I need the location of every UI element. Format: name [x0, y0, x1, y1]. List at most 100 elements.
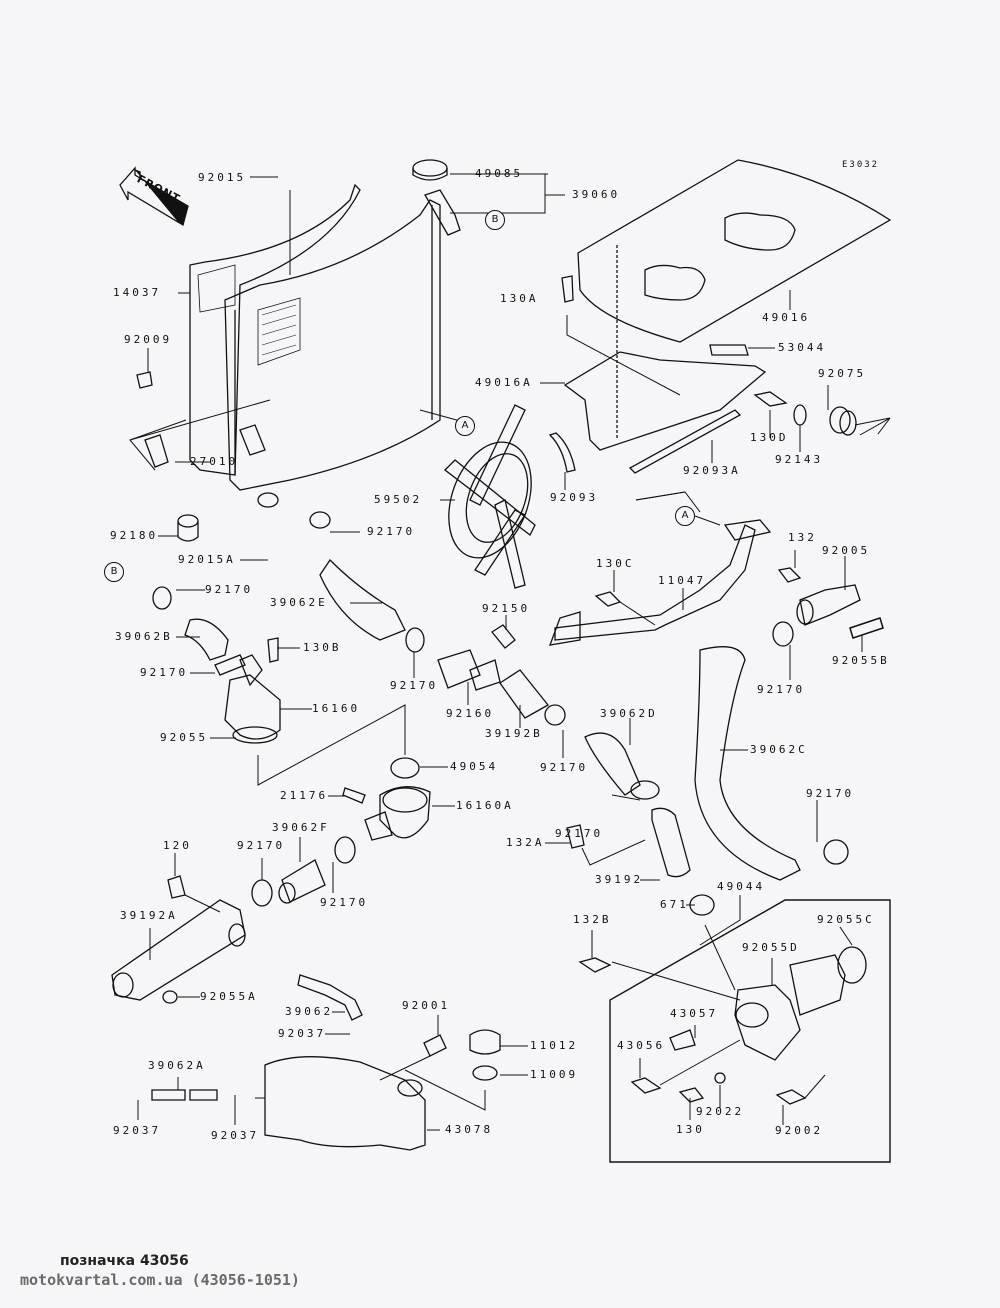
- part-label[interactable]: 132A: [506, 836, 545, 849]
- part-label[interactable]: 92170: [555, 827, 604, 840]
- radiator-shroud: [189, 183, 361, 476]
- part-label[interactable]: 92015: [198, 171, 247, 184]
- part-label[interactable]: 39062D: [600, 707, 658, 720]
- part-label[interactable]: 92055B: [832, 654, 890, 667]
- part-label[interactable]: 92170: [540, 761, 589, 774]
- ref-marker-a-left: A: [455, 416, 475, 436]
- part-label[interactable]: 49044: [717, 880, 766, 893]
- part-label[interactable]: 39062C: [750, 743, 808, 756]
- part-label[interactable]: 49054: [450, 760, 499, 773]
- part-label[interactable]: 92009: [124, 333, 173, 346]
- part-label[interactable]: 43057: [670, 1007, 719, 1020]
- part-label[interactable]: 27010: [190, 455, 239, 468]
- part-label[interactable]: 130: [676, 1123, 705, 1136]
- part-label[interactable]: 39062A: [148, 1059, 206, 1072]
- hose-39062B: [184, 618, 229, 661]
- part-label[interactable]: 130A: [500, 292, 539, 305]
- hose-39062E: [319, 558, 406, 641]
- part-label[interactable]: 92093A: [683, 464, 741, 477]
- part-label[interactable]: 92055: [160, 731, 209, 744]
- hose-39062C: [694, 646, 801, 881]
- hose-39062F: [281, 859, 326, 903]
- part-label[interactable]: 92170: [806, 787, 855, 800]
- thermostat-cover: [224, 674, 281, 740]
- part-label[interactable]: 92037: [278, 1027, 327, 1040]
- part-label[interactable]: 92093: [550, 491, 599, 504]
- part-label[interactable]: 92160: [446, 707, 495, 720]
- part-label[interactable]: 671: [660, 898, 689, 911]
- water-pump: [734, 984, 801, 1061]
- part-label[interactable]: 92170: [757, 683, 806, 696]
- part-label[interactable]: 49016: [762, 311, 811, 324]
- part-label[interactable]: 92055A: [200, 990, 258, 1003]
- part-label[interactable]: 92150: [482, 602, 531, 615]
- cooling-fan: [448, 441, 532, 559]
- reservoir-cap: [469, 1029, 501, 1055]
- thermostat-housing: [379, 786, 431, 839]
- thermostat: [390, 757, 420, 779]
- part-label[interactable]: 49085: [475, 167, 524, 180]
- part-label[interactable]: 92170: [390, 679, 439, 692]
- part-label[interactable]: 14037: [113, 286, 162, 299]
- water-pipe: [554, 524, 756, 641]
- ref-marker-b-bottom: B: [104, 562, 124, 582]
- part-label[interactable]: 11009: [530, 1068, 579, 1081]
- ref-marker-a-right: A: [675, 506, 695, 526]
- part-label[interactable]: 92075: [818, 367, 867, 380]
- radiator-cover: [577, 159, 892, 343]
- part-label[interactable]: 16160A: [456, 799, 514, 812]
- part-label[interactable]: 92170: [205, 583, 254, 596]
- part-caption: позначка 43056: [60, 1253, 189, 1269]
- radiator-cap: [412, 159, 448, 177]
- part-label[interactable]: 132B: [573, 913, 612, 926]
- part-label[interactable]: 130C: [596, 557, 635, 570]
- pipe-39192: [651, 807, 691, 878]
- part-label[interactable]: 92180: [110, 529, 159, 542]
- part-label[interactable]: 130B: [303, 641, 342, 654]
- part-label[interactable]: 92037: [211, 1129, 260, 1142]
- part-label[interactable]: 43078: [445, 1123, 494, 1136]
- radiator: [224, 199, 441, 491]
- hose-39062D: [584, 732, 641, 796]
- part-label[interactable]: 39062F: [272, 821, 330, 834]
- part-label[interactable]: 92170: [237, 839, 286, 852]
- source-watermark: motokvartal.com.ua (43056-1051): [20, 1271, 300, 1289]
- part-label[interactable]: 53044: [778, 341, 827, 354]
- part-label[interactable]: 39062B: [115, 630, 173, 643]
- front-arrow: [119, 166, 189, 227]
- part-label[interactable]: 11047: [658, 574, 707, 587]
- part-label[interactable]: 39192: [595, 873, 644, 886]
- part-label[interactable]: 92001: [402, 999, 451, 1012]
- part-label[interactable]: 39062E: [270, 596, 328, 609]
- temp-sensor: [144, 434, 169, 468]
- part-label[interactable]: 39192A: [120, 909, 178, 922]
- water-pump-box: [609, 899, 891, 1163]
- part-label[interactable]: 92022: [696, 1105, 745, 1118]
- part-label[interactable]: 92015A: [178, 553, 236, 566]
- part-label[interactable]: 92055D: [742, 941, 800, 954]
- part-label[interactable]: 120: [163, 839, 192, 852]
- part-label[interactable]: 132: [788, 531, 817, 544]
- part-label[interactable]: 11012: [530, 1039, 579, 1052]
- part-label[interactable]: 92170: [367, 525, 416, 538]
- part-label[interactable]: 43056: [617, 1039, 666, 1052]
- part-label[interactable]: 39062: [285, 1005, 334, 1018]
- part-label[interactable]: 21176: [280, 789, 329, 802]
- part-label[interactable]: 39060: [572, 188, 621, 201]
- lower-bracket: [563, 351, 767, 451]
- part-label[interactable]: 92143: [775, 453, 824, 466]
- part-label[interactable]: 16160: [312, 702, 361, 715]
- part-label[interactable]: 92170: [140, 666, 189, 679]
- part-label[interactable]: 59502: [374, 493, 423, 506]
- part-label[interactable]: 92002: [775, 1124, 824, 1137]
- part-label[interactable]: 92005: [822, 544, 871, 557]
- coolant-tank: [264, 1056, 426, 1151]
- part-label[interactable]: 92170: [320, 896, 369, 909]
- part-label[interactable]: 49016A: [475, 376, 533, 389]
- part-label[interactable]: 130D: [750, 431, 789, 444]
- part-label[interactable]: 39192B: [485, 727, 543, 740]
- part-label[interactable]: 92037: [113, 1124, 162, 1137]
- ref-marker-b-top: B: [485, 210, 505, 230]
- part-label[interactable]: 92055C: [817, 913, 875, 926]
